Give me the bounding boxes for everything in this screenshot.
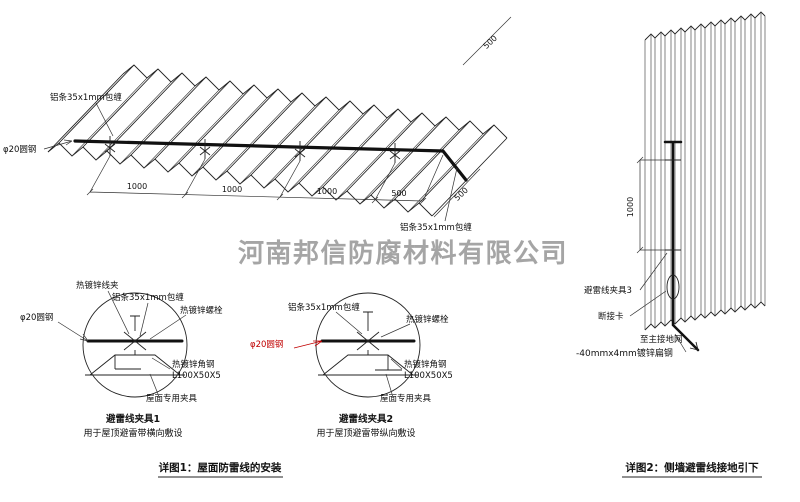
clamp2-alu-label: 铝条35x1mm包缠 [288, 302, 360, 313]
roof-dim-500: 500 [391, 189, 406, 198]
alu-top-leader [95, 102, 114, 137]
wall-clamp-ticks [665, 159, 681, 251]
roof-ridge-lines [58, 64, 495, 204]
wall-view: 1000 避雷线夹具3 断接卡 至主接地网 -40mmx4mm镀锌扁钢 [576, 11, 766, 359]
detail-clamp1: 热镀锌线夹 铝条35x1mm包缠 热镀锌螺栓 φ20圆钢 热镀锌角钢 L100X… [20, 280, 223, 439]
clamp2-rod-label: φ20圆钢 [250, 339, 283, 350]
roof-end-edges [47, 73, 508, 217]
clamp1-alu-label: 铝条35x1mm包缠 [112, 292, 184, 303]
clamp1-x-clamp [123, 331, 147, 351]
detail2-caption: 详图2：侧墙避雷线接地引下 [625, 461, 759, 474]
rod-left-leader [43, 139, 73, 150]
clamp2-title: 避雷线夹具2 [339, 413, 393, 425]
wall-clamp3-label: 避雷线夹具3 [584, 285, 632, 296]
down-conductor-arrowhead [689, 341, 699, 351]
clamp1-rod-leader [57, 321, 89, 342]
roof-dim-1000-a: 1000 [127, 182, 147, 191]
detail-circle-1 [82, 292, 188, 398]
clamp2-bolt-label: 热镀锌螺栓 [406, 314, 449, 325]
detail-clamp2: 铝条35x1mm包缠 热镀锌螺栓 φ20圆钢 热镀锌角钢 L100X50X5 屋… [250, 292, 453, 439]
clamp1-bolt-leader [149, 314, 187, 340]
clamp1-title: 避雷线夹具1 [106, 413, 160, 425]
roof-isometric-view: 铝条35x1mm包缠 φ20圆钢 铝条35x1mm包缠 1000 1000 10… [3, 16, 512, 233]
clamp2-alu-leader [335, 311, 363, 335]
roof-front-profile [47, 142, 433, 217]
wall-flat-steel-label: -40mmx4mm镀锌扁钢 [576, 347, 673, 359]
clamp2-bolt-leader [380, 323, 411, 338]
disconnect-clamp-symbol [666, 274, 680, 300]
clamp1-fixture-label: 屋面专用夹具 [146, 393, 198, 404]
clamp1-angle-steel [114, 355, 141, 370]
clamp2-angle-steel [375, 355, 402, 371]
roof-valley-lines [71, 77, 484, 213]
wall-corrugation-lines [644, 12, 766, 330]
clamp2-bolt [363, 311, 373, 331]
clamp1-subtitle: 用于屋顶避雷带横向敷设 [83, 427, 182, 439]
roof-dim-1000-c: 1000 [317, 187, 337, 196]
clamp2-fixture-label: 屋面专用夹具 [380, 393, 432, 404]
alu-right-leader [444, 167, 458, 222]
clamp1-bolt-label: 热镀锌螺栓 [180, 305, 223, 316]
roof-rod-label: φ20圆钢 [3, 144, 36, 155]
lightning-conductor-roof [73, 139, 468, 182]
roof-alu-label-top: 铝条35x1mm包缠 [50, 92, 122, 103]
clamp2-angle-label-2: L100X50X5 [404, 371, 453, 381]
flat-steel-leader [674, 333, 687, 353]
clamp1-wireclamp-leader [107, 290, 130, 335]
clamp1-angle-leader [151, 357, 171, 370]
clamp1-bolt [130, 315, 140, 331]
clamp1-alu-leader [139, 302, 149, 337]
clamp2-fixture-leader [385, 373, 393, 395]
company-watermark: 河南邦信防腐材料有限公司 [238, 239, 568, 269]
roof-back-profile [122, 64, 508, 139]
clamp1-angle-label-1: 热镀锌角钢 [172, 359, 215, 370]
clamp2-angle-leader [390, 358, 403, 370]
lightning-down-conductor [663, 140, 700, 352]
conductor-clamp-symbols [104, 136, 401, 163]
roof-dim-extensions [89, 154, 444, 202]
roof-dim-500-right: 500 [453, 186, 470, 203]
clamp1-fixture-leader [149, 373, 159, 395]
clamp2-angle-label-1: 热镀锌角钢 [404, 359, 447, 370]
roof-dim-500-top: 500 [482, 34, 499, 51]
caption-detail-1: 详图1：屋面防雷线的安装 [158, 461, 283, 478]
roof-dim-chain [86, 188, 427, 205]
detail1-caption: 详图1：屋面防雷线的安装 [159, 461, 282, 474]
caption-detail-2: 详图2：侧墙避雷线接地引下 [622, 461, 762, 478]
disconnect-leader [629, 290, 667, 317]
roof-dim-500-right-line [433, 168, 481, 218]
roof-dim-500-top-line [462, 16, 512, 66]
wall-dim-1000: 1000 [626, 197, 635, 217]
clamp1-angle-label-2: L100X50X5 [172, 371, 221, 381]
roof-dim-1000-b: 1000 [222, 185, 242, 194]
wall-dim-line [636, 156, 665, 254]
clamp1-rod-label: φ20圆钢 [20, 312, 53, 323]
clamp1-roof-ridge [85, 350, 185, 376]
clamp2-roof-ridge [318, 350, 418, 376]
clamp3-leader [639, 252, 668, 291]
clamp2-rod-leader [293, 340, 323, 349]
clamp1-wireclamp-label: 热镀锌线夹 [76, 280, 119, 291]
wall-disconnect-label: 断接卡 [598, 311, 624, 322]
clamp2-subtitle: 用于屋顶避雷带纵向敷设 [316, 427, 415, 439]
clamp2-x-clamp [356, 331, 380, 351]
roof-alu-label-right: 铝条35x1mm包缠 [400, 222, 472, 233]
wall-to-ground-label: 至主接地网 [640, 334, 683, 345]
